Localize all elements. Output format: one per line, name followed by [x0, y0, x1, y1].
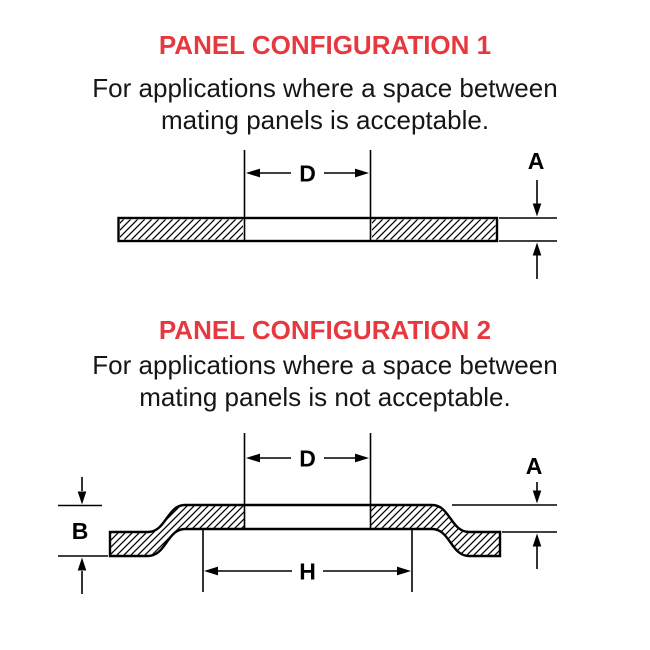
dim-h-label: H — [299, 559, 316, 585]
dim-d1-arrowhead-left — [246, 168, 260, 178]
dim-b-arrowhead-top — [77, 491, 87, 505]
dim-d1-label: D — [299, 161, 316, 187]
dim-b-arrowhead-bottom — [77, 557, 87, 571]
panel-configuration-1-title: PANEL CONFIGURATION 1 — [159, 30, 491, 60]
dim-a2-label: A — [526, 453, 543, 479]
panel-configuration-1-subtitle-line2: mating panels is acceptable. — [161, 105, 489, 135]
panel-configuration-1-subtitle-line1: For applications where a space between — [92, 73, 557, 103]
dim-d2-label: D — [299, 446, 316, 472]
panel-configuration-2-subtitle-line1: For applications where a space between — [92, 350, 557, 380]
panel1-hatch-left — [120, 219, 243, 240]
panel1-outline — [117, 216, 499, 243]
dim-a1-arrowhead-top — [532, 203, 542, 217]
dim-a2-arrowhead-top — [532, 490, 542, 504]
dim-a2-arrowhead-bottom — [532, 533, 542, 547]
panel1-hatch-right — [372, 219, 496, 240]
dim-a1-label: A — [528, 148, 545, 174]
dim-d2-arrowhead-left — [246, 453, 260, 463]
dim-d1-arrowhead-right — [355, 168, 369, 178]
panel2-outline — [108, 503, 502, 558]
dim-h-arrowhead-left — [204, 566, 218, 576]
diagram-panel-configuration-1: D A — [117, 148, 557, 279]
dim-b-label: B — [72, 518, 89, 544]
dim-a1-arrowhead-bottom — [532, 242, 542, 256]
panel-configuration-2-subtitle-line2: mating panels is not acceptable. — [139, 382, 510, 412]
dim-d2-arrowhead-right — [355, 453, 369, 463]
dim-h-arrowhead-right — [397, 566, 411, 576]
panel-configuration-2-title: PANEL CONFIGURATION 2 — [159, 315, 491, 345]
diagram-panel-configuration-2: D A B H — [58, 433, 557, 594]
